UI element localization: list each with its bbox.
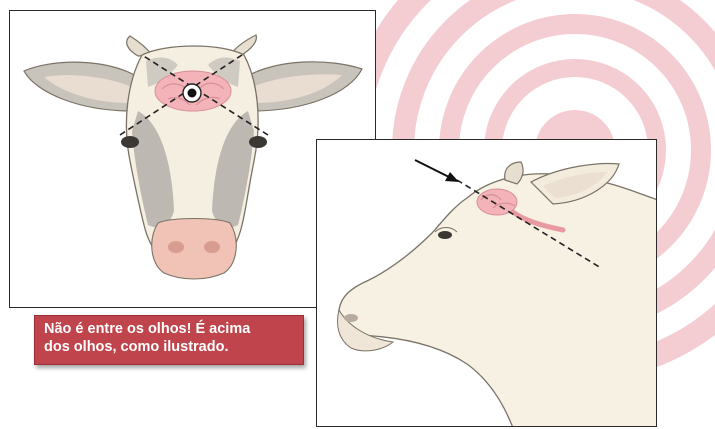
pointer-arrow-icon [415,160,459,182]
target-point-icon [183,84,201,102]
caption-text: Não é entre os olhos! É acima dos olhos,… [44,320,295,356]
side-view-panel [316,139,657,427]
cow-head-side-illustration [317,140,657,427]
caption-box: Não é entre os olhos! É acima dos olhos,… [34,315,304,365]
